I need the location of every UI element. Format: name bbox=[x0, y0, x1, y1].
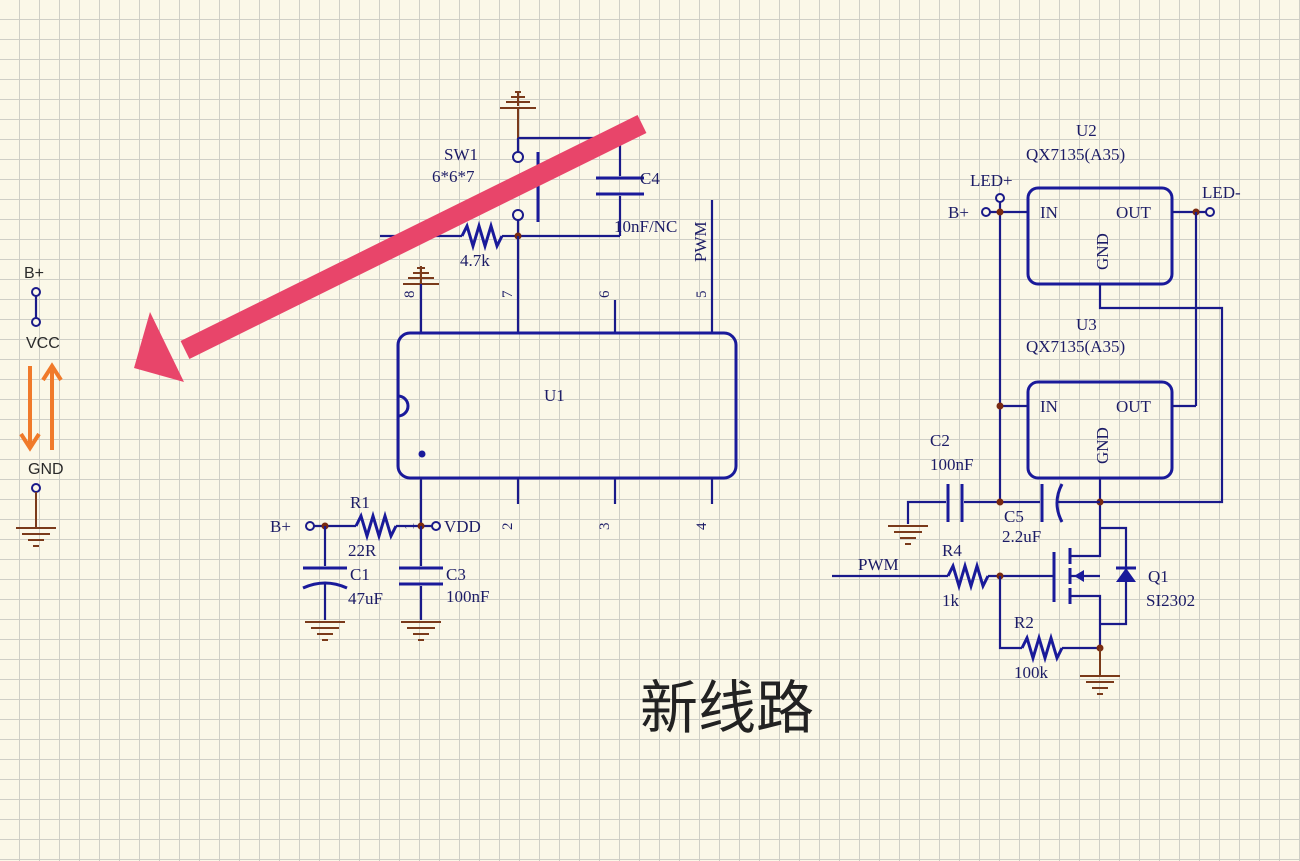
u2-gnd-label: GND bbox=[1093, 233, 1112, 270]
vdd-label: VDD bbox=[444, 517, 481, 536]
r2-left-wire bbox=[998, 576, 1022, 650]
u3-in-label: IN bbox=[1040, 397, 1058, 416]
left-vcc-pin bbox=[31, 317, 41, 327]
q1-ref: Q1 bbox=[1148, 567, 1169, 586]
q1-part: SI2302 bbox=[1146, 591, 1195, 610]
led-plus-label: LED+ bbox=[970, 171, 1013, 190]
u1-body bbox=[396, 331, 738, 480]
sw1-pin-bottom bbox=[512, 209, 524, 221]
c2-ref: C2 bbox=[930, 431, 950, 450]
c5-plate-right bbox=[1055, 483, 1064, 523]
c1-value: 47uF bbox=[348, 589, 383, 608]
q1-body-arrow bbox=[1074, 570, 1084, 582]
left-gnd-pin bbox=[31, 483, 41, 493]
led-minus-label: LED- bbox=[1202, 183, 1241, 202]
led-minus-pin bbox=[1205, 207, 1215, 217]
sw1-pin-top bbox=[512, 151, 524, 163]
left-bplus-label: B+ bbox=[24, 265, 44, 282]
sw1-ref: SW1 bbox=[444, 145, 478, 164]
left-vcc-label: VCC bbox=[26, 335, 60, 352]
down-arrow-head bbox=[19, 432, 41, 452]
junction-c2 bbox=[996, 498, 1004, 506]
left-power-panel: B+ VCC GND bbox=[16, 265, 64, 547]
diagram-title: 新线路 bbox=[640, 674, 814, 742]
u1-pin2-num: 2 bbox=[500, 523, 516, 531]
q1-diode-triangle bbox=[1116, 568, 1136, 582]
left-ground-symbol bbox=[16, 527, 56, 547]
u1-pin4-num: 4 bbox=[694, 522, 710, 530]
sw1-value: 6*6*7 bbox=[432, 167, 475, 186]
u1-ref: U1 bbox=[544, 386, 565, 405]
u1-pin6-num: 6 bbox=[597, 290, 613, 298]
annotation-arrow bbox=[134, 115, 647, 382]
u3-part: QX7135(A35) bbox=[1026, 337, 1125, 356]
c4-ref: C4 bbox=[640, 169, 660, 188]
c3-ref: C3 bbox=[446, 565, 466, 584]
annotation-arrow-head bbox=[134, 312, 184, 382]
u1-pin1-dot bbox=[418, 450, 426, 458]
r1-value: 22R bbox=[348, 541, 377, 560]
c1-ref: C1 bbox=[350, 565, 370, 584]
u1-pin7-num: 7 bbox=[500, 290, 516, 298]
c2-ground-symbol bbox=[888, 525, 928, 545]
led-driver-section: U2 QX7135(A35) LED+ B+ IN OUT GND LED- U… bbox=[832, 121, 1241, 695]
q1-drain-wire bbox=[1070, 528, 1102, 558]
u1-supply-section: B+ R1 22R VDD C1 47uF C3 100nF bbox=[270, 493, 489, 641]
sw1-ground-symbol bbox=[500, 91, 536, 138]
u2-ref: U2 bbox=[1076, 121, 1097, 140]
c1-ground-symbol bbox=[305, 621, 345, 641]
u1-bplus-pin bbox=[305, 521, 315, 531]
vdd-pin bbox=[431, 521, 441, 531]
junction-u2-in bbox=[996, 208, 1004, 216]
led-bplus-label: B+ bbox=[948, 203, 969, 222]
u1-pwm-net: PWM bbox=[691, 221, 710, 262]
u2-in-label: IN bbox=[1040, 203, 1058, 222]
u1-bplus-label: B+ bbox=[270, 517, 291, 536]
r1-ref: R1 bbox=[350, 493, 370, 512]
u2-part: QX7135(A35) bbox=[1026, 145, 1125, 164]
left-gnd-label: GND bbox=[28, 461, 64, 478]
q1-source-wire bbox=[1070, 594, 1102, 646]
u1-section: 8 7 6 5 PWM U1 1 2 3 4 bbox=[396, 200, 738, 531]
u2-out-label: OUT bbox=[1116, 203, 1152, 222]
u1-pin5-num: 5 bbox=[694, 291, 710, 299]
u1-pin8-ground bbox=[403, 266, 439, 285]
u3-ref: U3 bbox=[1076, 315, 1097, 334]
c3-ground-symbol bbox=[401, 621, 441, 641]
pwm-in-label: PWM bbox=[858, 555, 899, 574]
annotation-arrow-shaft bbox=[180, 115, 647, 359]
current-flow-arrows bbox=[19, 362, 63, 452]
led-plus-pin bbox=[995, 193, 1005, 203]
c2-left-wire bbox=[906, 500, 946, 524]
u2-gnd-wire bbox=[1098, 284, 1224, 504]
pullup-resistor bbox=[460, 220, 504, 252]
u1-pin3-num: 3 bbox=[597, 523, 613, 531]
r2-value: 100k bbox=[1014, 663, 1049, 682]
u3-gnd-label: GND bbox=[1093, 427, 1112, 464]
r4-ref: R4 bbox=[942, 541, 962, 560]
c5-value: 2.2uF bbox=[1002, 527, 1041, 546]
r4-value: 1k bbox=[942, 591, 960, 610]
r2-resistor bbox=[1020, 632, 1064, 664]
q1-ground-symbol bbox=[1080, 675, 1120, 695]
c4-value: 10nF/NC bbox=[614, 217, 677, 236]
c1-plate-bottom bbox=[302, 581, 348, 590]
r4-resistor bbox=[946, 560, 990, 592]
pullup-value: 4.7k bbox=[460, 251, 490, 270]
left-bplus-pin bbox=[31, 287, 41, 297]
u3-out-label: OUT bbox=[1116, 397, 1152, 416]
u1-notch bbox=[397, 394, 410, 418]
led-bplus-pin bbox=[981, 207, 991, 217]
c2-value: 100nF bbox=[930, 455, 973, 474]
c5-ref: C5 bbox=[1004, 507, 1024, 526]
r2-ref: R2 bbox=[1014, 613, 1034, 632]
up-arrow-head bbox=[41, 362, 63, 382]
junction-u3-in bbox=[996, 402, 1004, 410]
r1-resistor bbox=[354, 510, 398, 542]
c3-value: 100nF bbox=[446, 587, 489, 606]
u1-pin8-num: 8 bbox=[402, 291, 418, 299]
